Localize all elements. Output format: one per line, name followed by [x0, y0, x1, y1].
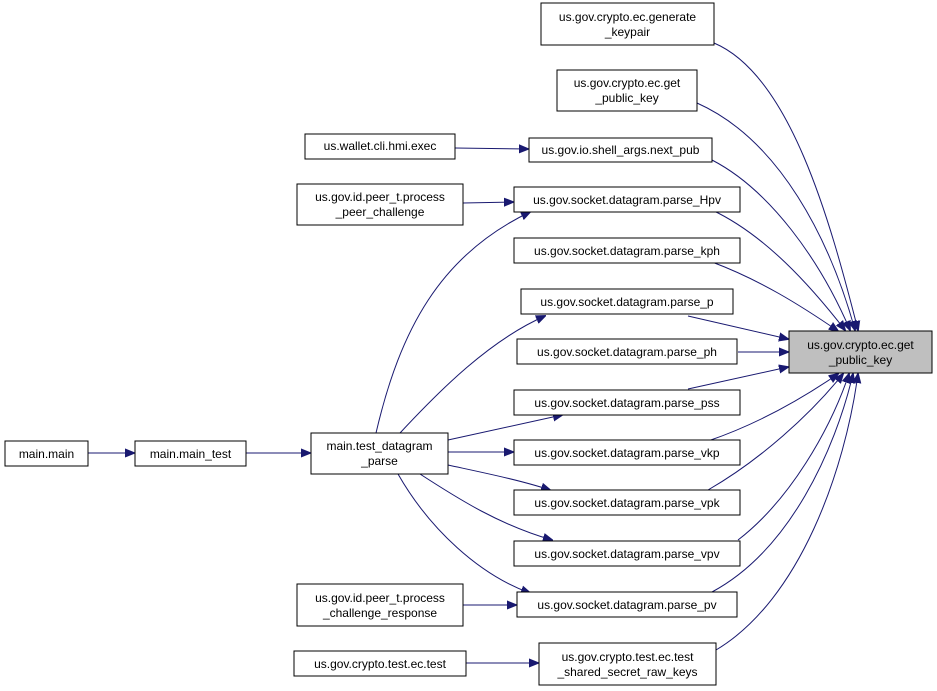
node-label-line: _keypair — [604, 25, 650, 39]
node-label-line: us.gov.socket.datagram.parse_Hpv — [533, 193, 721, 207]
node-parse-pss[interactable]: us.gov.socket.datagram.parse_pss — [513, 389, 741, 416]
node-shared-secret-raw-keys[interactable]: us.gov.crypto.test.ec.test _shared_secre… — [538, 642, 717, 686]
edge-parse-vkp-to-target — [707, 374, 838, 442]
node-process-challenge-response[interactable]: us.gov.id.peer_t.process _challenge_resp… — [296, 583, 464, 627]
node-next-pub[interactable]: us.gov.io.shell_args.next_pub — [528, 137, 713, 163]
node-label-line: us.gov.socket.datagram.parse_vkp — [534, 446, 720, 460]
node-parse-hpv[interactable]: us.gov.socket.datagram.parse_Hpv — [513, 186, 741, 213]
edge-test-datagram-parse-to-parse-pss — [447, 415, 562, 441]
node-generate-keypair[interactable]: us.gov.crypto.ec.generate _keypair — [540, 2, 715, 46]
node-label-line: _challenge_response — [322, 606, 437, 620]
edge-parse-p-to-target — [687, 315, 788, 339]
node-label-line: us.gov.socket.datagram.parse_p — [540, 295, 714, 309]
edge-next-pub-to-target — [711, 159, 850, 330]
node-hmi-exec[interactable]: us.wallet.cli.hmi.exec — [304, 133, 456, 160]
node-label-line: _shared_secret_raw_keys — [556, 665, 697, 679]
node-label-line: us.gov.socket.datagram.parse_pv — [537, 598, 716, 612]
edge-parse-hpv-to-target — [711, 209, 845, 330]
node-parse-p[interactable]: us.gov.socket.datagram.parse_p — [520, 288, 734, 315]
edge-get-public-key-to-target — [696, 102, 855, 330]
edge-parse-vpv-to-target — [737, 374, 849, 541]
node-process-peer-challenge[interactable]: us.gov.id.peer_t.process _peer_challenge — [296, 183, 464, 226]
edge-parse-pss-to-target — [687, 367, 788, 390]
node-get-public-key[interactable]: us.gov.crypto.ec.get _public_key — [556, 69, 698, 112]
edge-test-datagram-parse-to-parse-vpv — [419, 473, 552, 540]
node-label-line: us.gov.socket.datagram.parse_kph — [534, 244, 720, 258]
node-label-line: us.gov.crypto.ec.get — [574, 76, 681, 90]
node-label-line: us.gov.id.peer_t.process — [315, 591, 445, 605]
node-label-line: us.gov.socket.datagram.parse_pss — [534, 396, 719, 410]
edge-test-datagram-parse-to-parse-p — [399, 316, 545, 434]
node-parse-vpk[interactable]: us.gov.socket.datagram.parse_vpk — [513, 489, 741, 516]
edge-parse-pv-to-target — [711, 374, 853, 593]
node-target-get-public-key[interactable]: us.gov.crypto.ec.get _public_key — [788, 330, 933, 374]
edge-test-datagram-parse-to-parse-pv — [397, 473, 530, 593]
edge-test-datagram-parse-to-parse-vpk — [447, 464, 550, 490]
node-test-datagram-parse[interactable]: main.test_datagram _parse — [310, 432, 449, 475]
node-label-line: us.gov.socket.datagram.parse_vpk — [534, 496, 720, 510]
node-parse-kph[interactable]: us.gov.socket.datagram.parse_kph — [513, 237, 741, 264]
node-label-line: _public_key — [828, 353, 892, 367]
node-label-line: us.gov.crypto.test.ec.test — [562, 650, 695, 664]
nodes: us.gov.crypto.ec.get _public_key us.gov.… — [4, 2, 933, 686]
edge-hmi-exec-to-next-pub — [454, 148, 528, 149]
node-label-line: main.main_test — [150, 447, 232, 461]
node-label-line: us.gov.socket.datagram.parse_vpv — [534, 547, 719, 561]
node-parse-vpv[interactable]: us.gov.socket.datagram.parse_vpv — [513, 540, 741, 567]
edge-test-datagram-parse-to-parse-hpv — [375, 212, 530, 434]
edge-generate-keypair-to-target — [713, 42, 858, 330]
node-label-line: us.gov.crypto.ec.generate — [559, 10, 697, 24]
node-main-test[interactable]: main.main_test — [134, 440, 247, 467]
edge-shared-secret-to-target — [715, 374, 858, 651]
edge-parse-vpk-to-target — [707, 374, 843, 491]
node-label-line: main.main — [19, 447, 74, 461]
node-ec-test[interactable]: us.gov.crypto.test.ec.test — [293, 650, 467, 677]
edges — [88, 42, 858, 663]
node-parse-pv[interactable]: us.gov.socket.datagram.parse_pv — [516, 591, 738, 618]
node-label-line: _public_key — [594, 91, 658, 105]
node-label-line: us.wallet.cli.hmi.exec — [324, 139, 437, 153]
edge-process-peer-challenge-to-parse-hpv — [462, 202, 513, 203]
edge-parse-kph-to-target — [711, 261, 838, 331]
node-label-line: us.gov.id.peer_t.process — [315, 190, 445, 204]
node-label-line: us.gov.socket.datagram.parse_ph — [537, 345, 717, 359]
node-label-line: _peer_challenge — [335, 205, 425, 219]
node-main-main[interactable]: main.main — [4, 440, 89, 467]
node-parse-vkp[interactable]: us.gov.socket.datagram.parse_vkp — [513, 439, 741, 466]
node-parse-ph[interactable]: us.gov.socket.datagram.parse_ph — [516, 338, 738, 365]
node-label-line: us.gov.crypto.test.ec.test — [314, 657, 447, 671]
node-label-line: us.gov.io.shell_args.next_pub — [542, 143, 700, 157]
node-label-line: us.gov.crypto.ec.get — [807, 338, 914, 352]
node-label-line: main.test_datagram — [326, 439, 432, 453]
node-label-line: _parse — [360, 454, 398, 468]
